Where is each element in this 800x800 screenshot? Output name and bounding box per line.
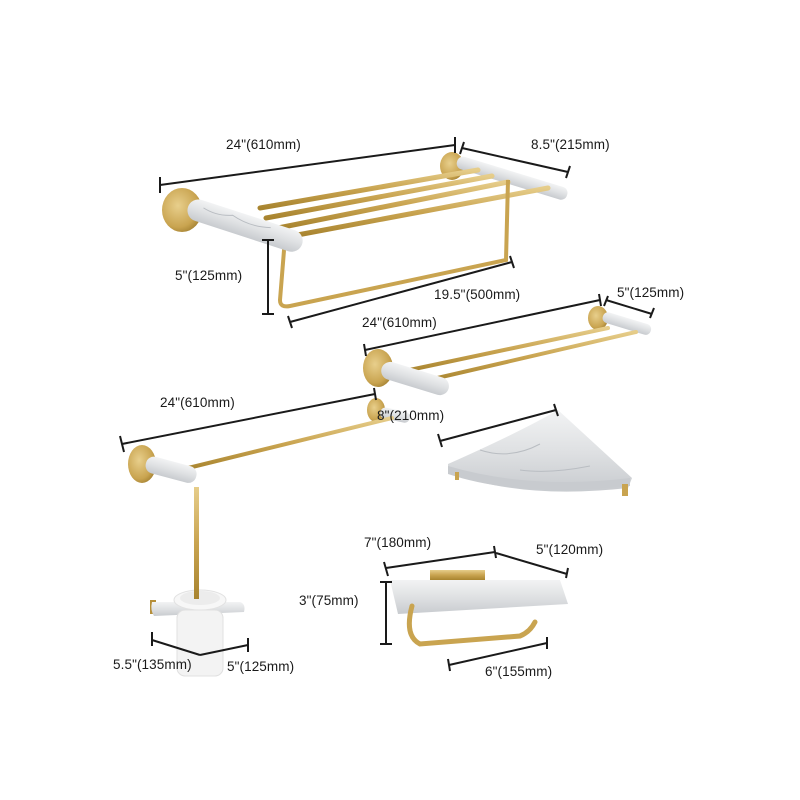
corner-shelf bbox=[448, 410, 632, 496]
paper-holder-depth-label: 5"(120mm) bbox=[536, 542, 604, 557]
towel-rack-length-label: 24"(610mm) bbox=[226, 137, 301, 152]
toilet-paper-holder bbox=[390, 570, 568, 647]
towel-rack-bar-label: 19.5"(500mm) bbox=[434, 287, 521, 302]
corner-shelf-width-label: 8"(210mm) bbox=[377, 408, 445, 423]
single-bar-length-label: 24"(610mm) bbox=[160, 395, 235, 410]
double-bar-depth-label: 5"(125mm) bbox=[617, 285, 685, 300]
brush-holder-depth-label: 5"(125mm) bbox=[227, 659, 295, 674]
double-towel-bar bbox=[363, 306, 652, 396]
double-bar-length-label: 24"(610mm) bbox=[362, 315, 437, 330]
single-towel-bar bbox=[128, 398, 410, 483]
dimension-lines bbox=[119, 137, 655, 672]
brush-holder-width-label: 5.5"(135mm) bbox=[113, 657, 192, 672]
towel-rack-height-label: 5"(125mm) bbox=[175, 268, 243, 283]
paper-holder-width-label: 7"(180mm) bbox=[364, 535, 432, 550]
paper-holder-height-label: 3"(75mm) bbox=[299, 593, 359, 608]
towel-rack-shelf bbox=[162, 152, 568, 309]
paper-holder-bar-label: 6"(155mm) bbox=[485, 664, 553, 679]
towel-rack-depth-label: 8.5"(215mm) bbox=[531, 137, 610, 152]
toilet-brush-holder bbox=[150, 487, 245, 677]
